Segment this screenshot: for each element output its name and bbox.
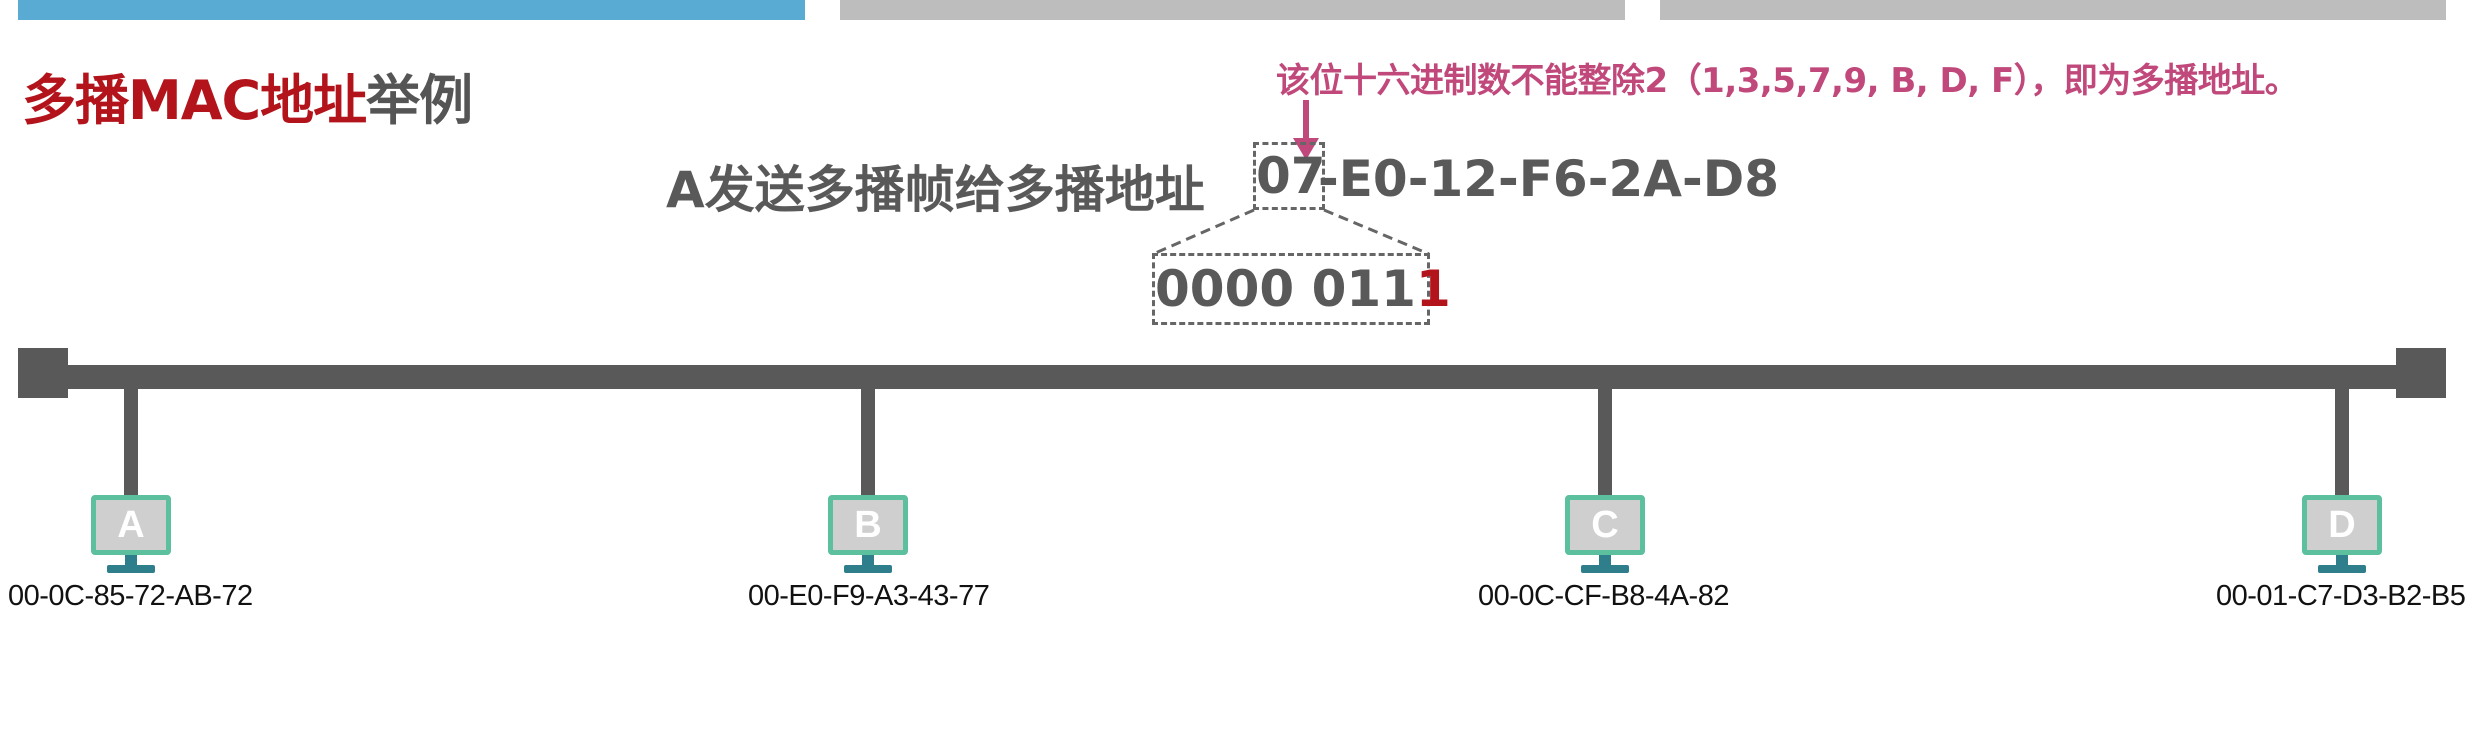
tab-indicator-2 — [840, 0, 1625, 20]
drop-line-c — [1598, 389, 1612, 499]
drop-line-a — [124, 389, 138, 499]
bus-terminator-right — [2396, 348, 2446, 398]
host-b-monitor-icon: B — [828, 495, 908, 585]
host-a-monitor-icon: A — [91, 495, 171, 585]
title-highlight: 多播MAC地址 — [22, 69, 367, 132]
host-c-mac: 00-0C-CF-B8-4A-82 — [1478, 580, 1729, 612]
drop-line-d — [2335, 389, 2349, 499]
tab-indicator-active — [18, 0, 805, 20]
binary-expansion: 0000 0111 — [1152, 253, 1451, 325]
host-b-mac: 00-E0-F9-A3-43-77 — [748, 580, 990, 612]
page-title: 多播MAC地址举例 — [22, 56, 473, 135]
host-d-mac: 00-01-C7-D3-B2-B5 — [2216, 580, 2466, 612]
send-description: A发送多播帧给多播地址 — [666, 161, 1205, 219]
address-first-byte: 07 — [1253, 142, 1326, 210]
expand-line-left — [1152, 208, 1255, 256]
bus-line — [40, 365, 2442, 389]
host-d-label: D — [2302, 495, 2382, 555]
host-c-label: C — [1565, 495, 1645, 555]
host-a-label: A — [91, 495, 171, 555]
binary-prefix: 0000 011 — [1155, 260, 1416, 318]
host-d-monitor-icon: D — [2302, 495, 2382, 585]
drop-line-b — [861, 389, 875, 499]
title-rest: 举例 — [366, 69, 473, 132]
bus-terminator-left — [18, 348, 68, 398]
address-remaining-bytes: -E0-12-F6-2A-D8 — [1318, 150, 1780, 208]
expand-line-right — [1323, 208, 1430, 256]
binary-last-bit: 1 — [1415, 260, 1451, 318]
host-b-label: B — [828, 495, 908, 555]
host-a-mac: 00-0C-85-72-AB-72 — [8, 580, 253, 612]
host-c-monitor-icon: C — [1565, 495, 1645, 585]
tab-indicator-3 — [1660, 0, 2446, 20]
multicast-note: 该位十六进制数不能整除2（1,3,5,7,9, B, D, F），即为多播地址。 — [1276, 61, 2299, 101]
